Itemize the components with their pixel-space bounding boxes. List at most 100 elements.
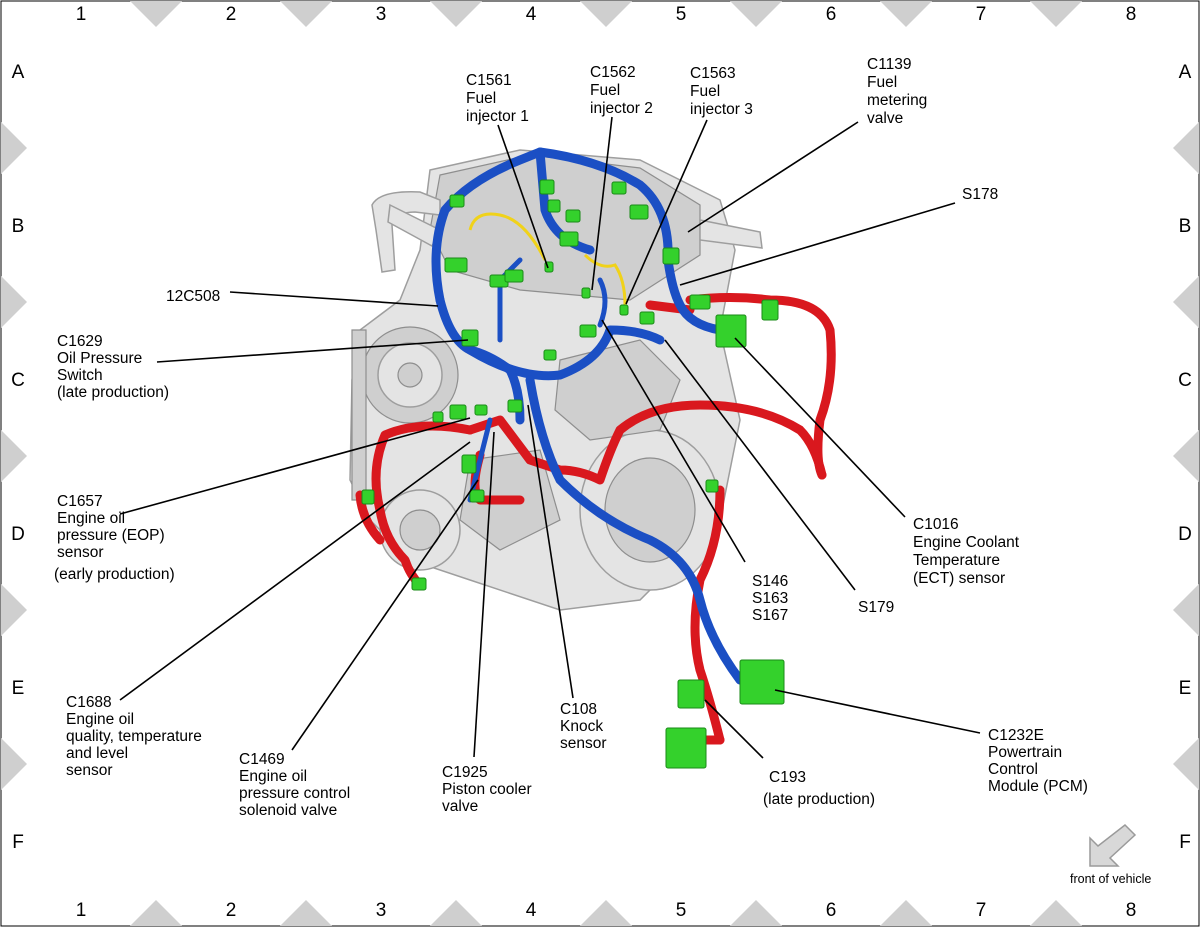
leader-c193 <box>704 699 764 759</box>
grid-marker-left <box>1 430 27 482</box>
grid-col-bottom-8: 8 <box>1126 900 1137 921</box>
harness-connector <box>619 304 629 316</box>
grid-marker-bottom <box>430 900 482 926</box>
harness-connector <box>547 199 561 213</box>
grid-col-bottom-2: 2 <box>226 900 237 921</box>
label-c108: C108 Knock sensor <box>560 701 607 752</box>
grid-col-bottom-4: 4 <box>526 900 537 921</box>
harness-connector <box>449 404 467 420</box>
harness-connector <box>705 479 719 493</box>
grid-marker-top <box>580 1 632 27</box>
leader-c1469 <box>291 479 479 751</box>
grid-col-bottom-7: 7 <box>976 900 987 921</box>
grid-marker-left <box>1 738 27 790</box>
grid-col-bottom-6: 6 <box>826 900 837 921</box>
grid-marker-bottom <box>730 900 782 926</box>
leader-s179 <box>664 339 856 591</box>
harness-connector <box>662 247 680 265</box>
grid-col-top-1: 1 <box>76 4 87 25</box>
grid-row-right-B: B <box>1179 216 1192 237</box>
grid-marker-top <box>730 1 782 27</box>
grid-marker-left <box>1 584 27 636</box>
label-12c508: 12C508 <box>166 288 220 305</box>
front-of-vehicle-indicator: front of vehicle <box>1070 824 1151 886</box>
harness-connector <box>581 287 591 299</box>
harness-connector <box>469 489 485 503</box>
grid-row-left-F: F <box>12 832 24 853</box>
harness-connector <box>639 311 655 325</box>
harness-connector <box>461 329 479 347</box>
label-c1688: C1688 Engine oil quality, temperature an… <box>66 694 206 779</box>
label-c1469: C1469 Engine oil pressure control soleno… <box>239 751 354 819</box>
grid-marker-top <box>280 1 332 27</box>
harness-connector <box>449 194 465 208</box>
grid-col-bottom-3: 3 <box>376 900 387 921</box>
grid-row-right-F: F <box>1179 832 1191 853</box>
harness-connector <box>361 489 375 505</box>
leader-c1016 <box>734 337 906 518</box>
grid-marker-top <box>1030 1 1082 27</box>
grid-marker-right <box>1173 584 1199 636</box>
harness-connector <box>565 209 581 223</box>
harness-connector <box>559 231 579 247</box>
grid-row-left-B: B <box>12 216 25 237</box>
grid-col-bottom-1: 1 <box>76 900 87 921</box>
label-c1562: C1562 Fuel injector 2 <box>590 64 653 117</box>
engine-illustration <box>349 149 763 611</box>
yellow-wires <box>468 212 627 306</box>
grid-row-left-D: D <box>11 524 25 545</box>
leader-c1657 <box>119 417 471 515</box>
grid-col-top-7: 7 <box>976 4 987 25</box>
grid-marker-right <box>1173 122 1199 174</box>
label-c1925: C1925 Piston cooler valve <box>442 764 536 815</box>
leader-c1139 <box>687 121 859 233</box>
leader-s146 <box>601 319 746 563</box>
grid-marker-left <box>1 276 27 328</box>
harness-connector <box>432 411 444 423</box>
label-c1657: C1657 Engine oil pressure (EOP) sensor (… <box>54 493 175 583</box>
callout-labels: C1561 Fuel injector 1 C1562 Fuel injecto… <box>54 56 1088 819</box>
harness-connector <box>539 179 555 195</box>
harness-connector <box>689 294 711 310</box>
leader-12c508 <box>229 291 439 307</box>
harness-connector <box>739 659 785 705</box>
leader-c1561 <box>497 124 549 269</box>
leader-c1563 <box>625 119 708 305</box>
harness-connector <box>629 204 649 220</box>
label-c193: C193 (late production) <box>763 769 875 808</box>
label-c1563: C1563 Fuel injector 3 <box>690 65 753 118</box>
leader-c108 <box>527 404 574 699</box>
leader-c1688 <box>119 441 471 701</box>
grid-marker-left <box>1 122 27 174</box>
grid-col-top-3: 3 <box>376 4 387 25</box>
harness-connector <box>761 299 779 321</box>
grid-row-left-E: E <box>12 678 25 699</box>
harness-connector <box>665 727 707 769</box>
grid-marker-bottom <box>1030 900 1082 926</box>
grid-marker-bottom <box>130 900 182 926</box>
harness-connector <box>474 404 488 416</box>
label-c1629: C1629 Oil Pressure Switch (late producti… <box>57 333 169 401</box>
grid-marker-right <box>1173 430 1199 482</box>
harness-connector <box>444 257 468 273</box>
grid-marker-bottom <box>580 900 632 926</box>
grid-marker-top <box>430 1 482 27</box>
harness-connector <box>715 314 747 348</box>
arrow-down-left-icon <box>1089 824 1137 867</box>
grid-col-bottom-5: 5 <box>676 900 687 921</box>
grid-marker-right <box>1173 276 1199 328</box>
leader-lines <box>119 116 981 759</box>
harness-connector <box>543 349 557 361</box>
label-s179: S179 <box>858 599 894 616</box>
label-c1139: C1139 Fuel metering valve <box>867 56 932 127</box>
grid-marker-top <box>130 1 182 27</box>
label-c1016: C1016 Engine Coolant Temperature (ECT) s… <box>913 516 1023 587</box>
harness-connector <box>677 679 705 709</box>
grid-col-top-2: 2 <box>226 4 237 25</box>
green-connectors <box>361 179 785 769</box>
label-s146-s163-s167: S146 S163 S167 <box>752 573 793 624</box>
grid-col-top-6: 6 <box>826 4 837 25</box>
grid-col-top-4: 4 <box>526 4 537 25</box>
label-c1561: C1561 Fuel injector 1 <box>466 72 529 125</box>
